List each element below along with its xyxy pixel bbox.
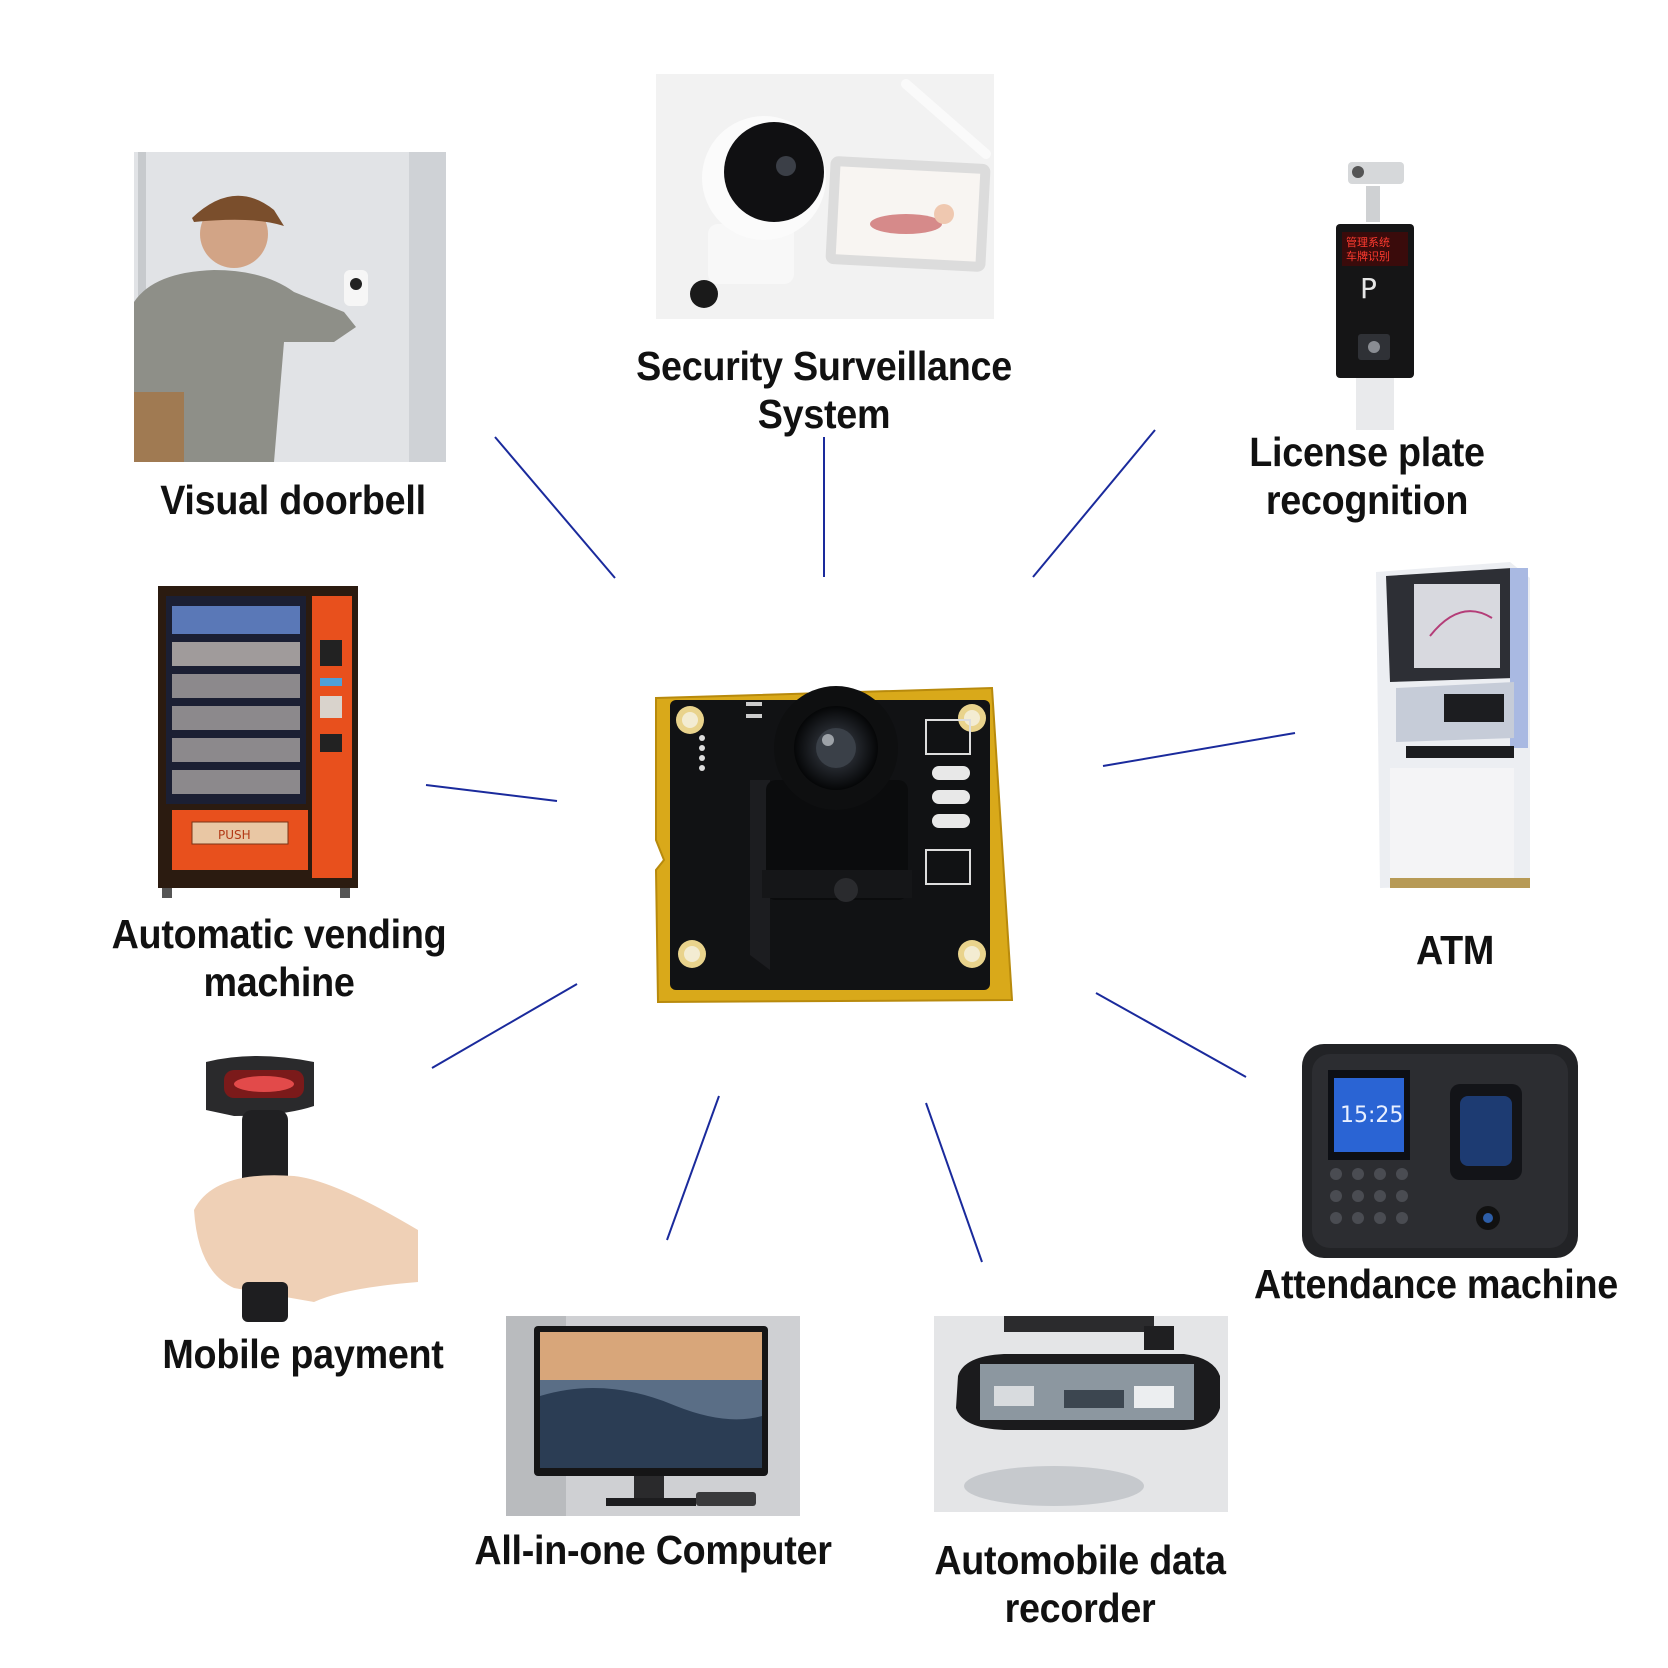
label-atm: ATM <box>1415 927 1495 973</box>
label-payment: Mobile payment <box>162 1331 444 1377</box>
fingerprint-attendance-terminal: 15:25 <box>1298 1040 1582 1266</box>
connector-license <box>1032 429 1156 578</box>
parking-gate-camera: 管理系统 车牌识别 P <box>1322 158 1428 430</box>
handheld-barcode-scanner <box>194 1050 418 1328</box>
connector-atm <box>1102 732 1296 767</box>
baby-monitor-camera <box>656 74 994 319</box>
label-vending: Automatic vending machine <box>111 911 447 1005</box>
label-doorbell: Visual doorbell <box>160 477 426 523</box>
svg-text:15:25: 15:25 <box>1340 1103 1403 1128</box>
atm-machine <box>1370 558 1534 898</box>
connector-doorbell <box>494 436 616 579</box>
connector-attendance <box>1095 992 1247 1078</box>
connector-vending <box>425 784 558 802</box>
desktop-monitor <box>506 1316 800 1516</box>
label-recorder: Automobile data recorder <box>934 1537 1226 1631</box>
connector-recorder <box>925 1102 983 1263</box>
person-pressing-doorbell <box>134 152 446 462</box>
label-license: License plate recognition <box>1249 429 1485 523</box>
connector-payment <box>431 983 578 1069</box>
connector-aio <box>666 1095 720 1241</box>
svg-text:管理系统: 管理系统 <box>1346 235 1390 249</box>
label-security: Security Surveillance System <box>636 343 1012 437</box>
label-attendance: Attendance machine <box>1254 1261 1618 1307</box>
svg-text:PUSH: PUSH <box>218 828 251 842</box>
svg-text:车牌识别: 车牌识别 <box>1346 249 1390 263</box>
camera-module-board <box>650 670 1018 1006</box>
vending-machine: PUSH <box>158 586 358 898</box>
svg-text:P: P <box>1360 272 1377 305</box>
label-aio: All-in-one Computer <box>474 1527 832 1573</box>
rearview-mirror-dashcam <box>934 1316 1228 1512</box>
